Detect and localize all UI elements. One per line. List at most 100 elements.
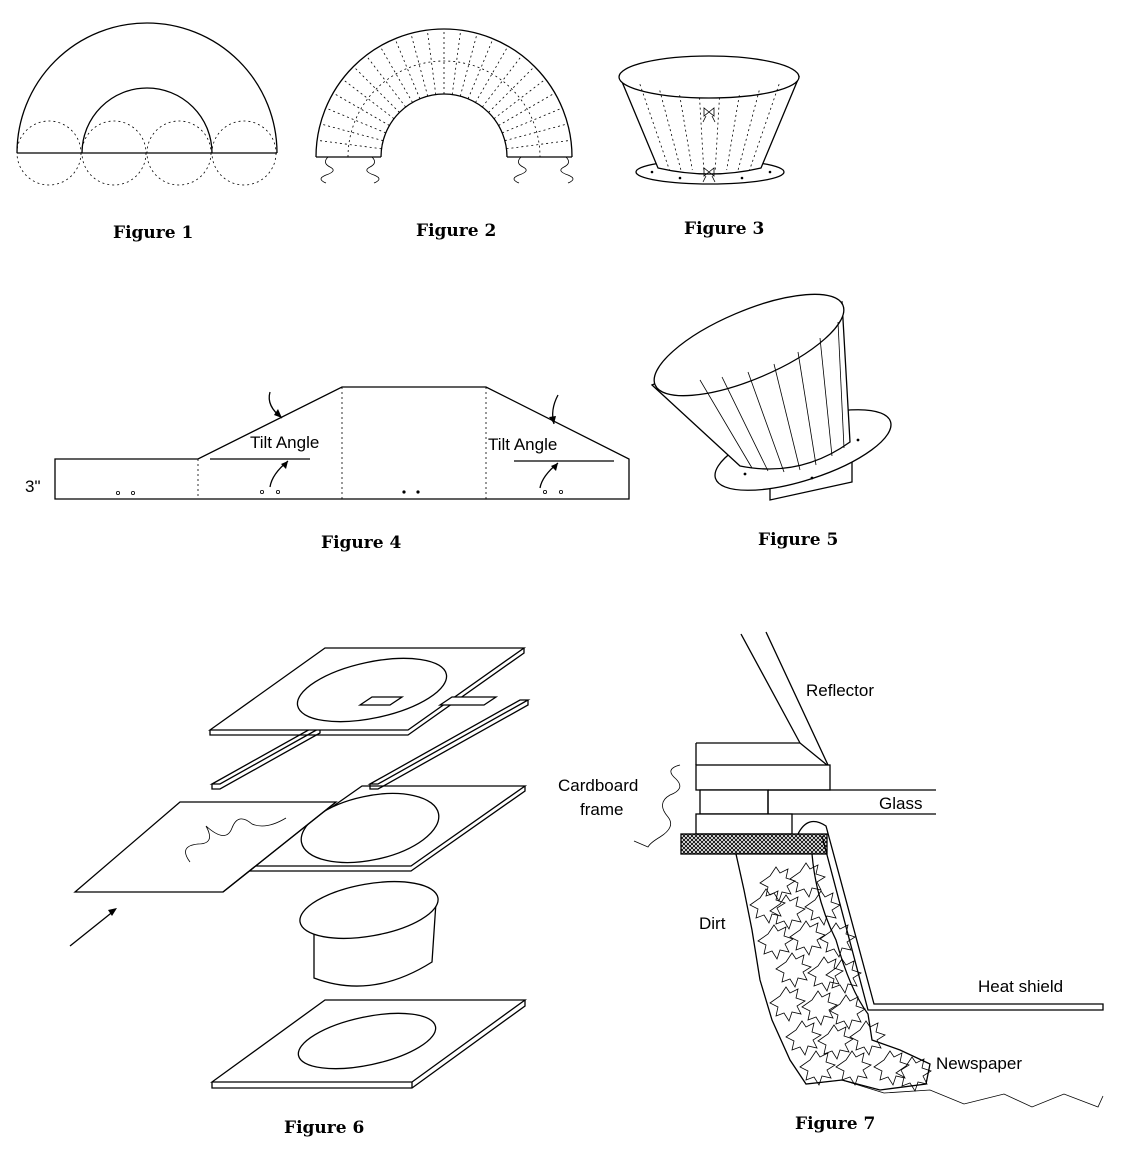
fig3-hole-2 [678,176,682,180]
fig2-inner-arc [380,93,508,158]
fig6-frame-strip-left [209,727,323,785]
fig4-hole [275,489,280,494]
fig2-string-1 [320,156,334,184]
fig5-hole-3 [856,438,860,442]
fig1-dotted-circle-2 [81,120,147,186]
fig7-newspaper-wad [895,1056,932,1092]
fig3-cone-rim [618,55,800,99]
fig2-rib-line [365,55,406,108]
figure-5: Figure 5 [650,293,892,550]
fig4-tilt-angle-left: Tilt Angle [250,433,319,452]
fig2-rib-line [410,33,429,97]
fig2-rib-line [467,38,494,99]
fig6-top-tab-right [437,696,499,706]
fig2-dotted-mid-arc [347,60,541,158]
fig7-newspaper-wad [785,1020,822,1056]
fig4-tilt-angle-right: Tilt Angle [488,435,557,454]
fig3-caption: Figure 3 [684,219,764,239]
fig2-rib-line [451,30,462,95]
fig5-cone-rim [653,293,845,397]
fig3-hole-4 [768,170,772,174]
fig7-label-heat-shield: Heat shield [978,977,1063,996]
fig4-arrowhead-right-top [549,416,556,424]
fig7-newspaper-wad [789,862,826,898]
fig6-middle-plate-hole [300,792,440,864]
fig7-label-frame: frame [580,800,623,819]
fig7-newspaper-wad [807,956,844,992]
fig2-rib-line [459,33,478,97]
fig3-rib-line [639,84,670,171]
fig4-caption: Figure 4 [321,533,401,553]
fig4-hole [543,489,548,494]
fig5-caption: Figure 5 [758,530,838,550]
fig6-cylinder-top [299,881,439,939]
fig2-outer-arc [315,28,573,158]
fig4-hole [416,490,420,494]
fig7-cardboard-brace [633,764,681,848]
fig7-frame-block-top [695,764,831,791]
fig5-rib-line [797,351,817,466]
fig3-rib-line [659,90,682,171]
fig3-rib-line [699,97,705,171]
fig3-rib-line [749,84,780,171]
fig6-caption: Figure 6 [284,1118,364,1138]
fig7-label-cardboard: Cardboard [558,776,638,795]
fig2-rib-line [488,66,535,113]
fig2-rib-line [475,45,509,103]
fig3-bow-1 [702,107,716,123]
fig7-newspaper-wad [829,994,866,1030]
fig7-newspaper-wad [789,920,826,956]
fig7-label-glass: Glass [879,794,922,813]
figure-4: Tilt Angle Tilt Angle 3" Figure 4 [25,386,630,553]
fig7-label-dirt: Dirt [699,914,726,933]
fig7-newspaper-wad [801,990,838,1026]
fig6-frame-strip-left-edge [211,728,321,790]
fig2-rib-line [493,78,546,119]
fig2-rib-line [379,45,413,103]
fig5-hole-1 [743,472,747,476]
fig3-ribs [639,84,780,171]
fig4-arrowhead-right-bottom [551,463,558,471]
fig4-hole [259,489,264,494]
fig2-rib-line [342,78,395,119]
fig7-newspaper-wad [819,922,856,958]
fig2-rib-line [353,66,400,113]
fig4-hole [402,490,406,494]
fig7-newspaper-wad [757,924,794,960]
fig2-string-4 [560,156,574,184]
fig7-top-box [696,742,828,766]
fig7-label-reflector: Reflector [806,681,874,700]
fig2-rib-line [325,107,386,134]
fig3-cone-body [619,76,800,175]
fig2-rib-line [482,55,523,108]
fig1-outer-semicircle [16,22,278,154]
fig6-glass-scribble [185,817,287,863]
fig4-outline [54,386,630,500]
figure-7: Reflector Cardboard frame Glass Dirt Hea… [558,631,1104,1134]
fig4-hole [559,489,564,494]
fig3-rib-line [737,90,760,171]
fig6-top-plate-edge [209,648,525,736]
fig4-arrowhead-left-top [274,409,282,418]
fig2-rib-line [502,107,563,134]
figure-2: Figure 2 [315,28,574,241]
fig7-newspaper-wad [817,1024,854,1060]
fig5-rib-line [721,376,769,472]
fig5-rib-line [773,363,801,471]
fig5-rib-line [819,337,833,457]
fig7-newspaper-wad [799,1050,836,1086]
fig1-inner-semicircle [81,87,213,154]
fig5-rib-line [747,371,785,473]
fig2-rib-line [394,38,421,99]
fig7-newspaper-wad [769,986,806,1022]
fig2-rib-line [317,139,382,150]
fig3-rib-line [714,97,720,171]
fig5-rib-line [837,321,845,449]
fig6-top-tab [357,696,405,706]
fig7-newspaper-wad [749,888,786,924]
fig2-string-2 [366,156,380,184]
fig4-hole [116,490,121,495]
fig7-newspaper-wad [759,866,796,902]
fig2-rib-line [504,123,568,142]
